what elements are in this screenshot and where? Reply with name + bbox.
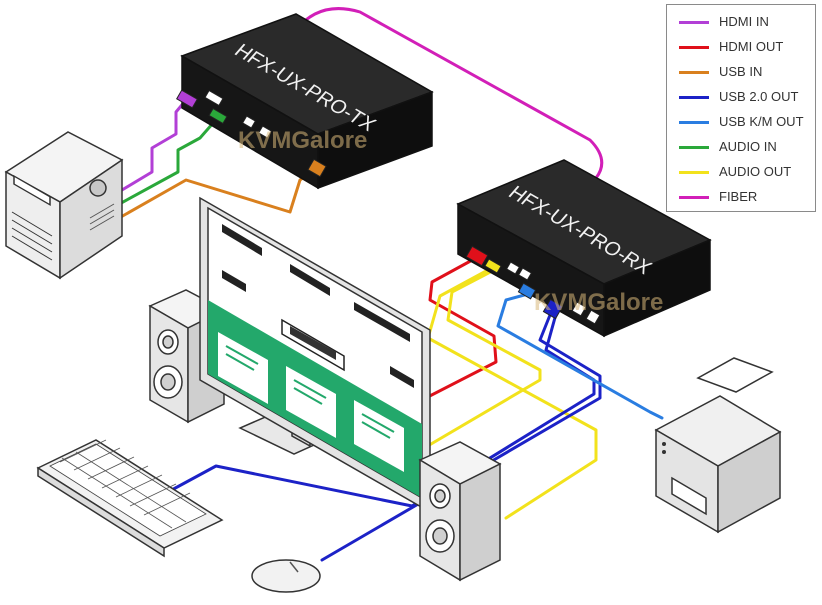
legend-swatch [679, 71, 709, 74]
watermark: KVMGalore [534, 289, 663, 316]
legend-item-fiber: FIBER [679, 188, 815, 208]
cables [110, 7, 664, 562]
legend-swatch [679, 46, 709, 49]
legend-item-audio-out: AUDIO OUT [679, 163, 815, 183]
usb-in-plug [307, 158, 327, 178]
connector-plugs [176, 89, 564, 320]
mouse-icon [251, 559, 321, 593]
audio-in-cable [110, 120, 216, 210]
printer-icon [654, 357, 782, 534]
legend-label: HDMI OUT [719, 39, 784, 54]
fiber-cable [294, 7, 604, 180]
legend-item-hdmi-in: HDMI IN [679, 13, 815, 33]
monitor-icon [199, 196, 431, 514]
legend-item-audio-in: AUDIO IN [679, 138, 815, 158]
legend-label: FIBER [719, 189, 758, 204]
audio-in-plug [208, 107, 228, 125]
legend-swatch [679, 96, 709, 99]
usb20-out-plug [542, 298, 564, 320]
legend-item-usb20-out: USB 2.0 OUT [679, 88, 815, 108]
tx-ports [204, 89, 273, 139]
keyboard-icon [36, 439, 224, 558]
watermark: KVMGalore [238, 127, 367, 154]
hdmi-out-plug [465, 245, 489, 267]
audio-out-plug [484, 258, 502, 274]
legend-swatch [679, 21, 709, 24]
audio-out-cable-a [426, 268, 598, 520]
hdmi-in-cable [110, 98, 188, 198]
speaker-icon [418, 441, 502, 582]
usb-km-out-plug [517, 282, 537, 300]
usb-km-out-cable [496, 292, 664, 420]
hdmi-in-plug [176, 89, 198, 109]
legend-label: USB IN [719, 64, 763, 79]
legend-item-usb-km-out: USB K/M OUT [679, 113, 815, 133]
cable-legend: HDMI IN HDMI OUT USB IN USB 2.0 OUT USB … [666, 4, 816, 212]
legend-label: AUDIO IN [719, 139, 777, 154]
usb20-out-cable-b [166, 312, 596, 508]
legend-swatch [679, 146, 709, 149]
legend-item-usb-in: USB IN [679, 63, 815, 83]
legend-item-hdmi-out: HDMI OUT [679, 38, 815, 58]
legend-label: AUDIO OUT [719, 164, 792, 179]
rx-ports [505, 261, 601, 325]
computer-tower-icon [4, 131, 124, 280]
legend-label: HDMI IN [719, 14, 769, 29]
legend-swatch [679, 196, 709, 199]
legend-label: USB K/M OUT [719, 114, 804, 129]
receiver-device: HFX-UX-PRO-RX [456, 159, 712, 338]
transmitter-device: HFX-UX-PRO-TX [180, 13, 434, 190]
legend-label: USB 2.0 OUT [719, 89, 799, 104]
legend-swatch [679, 171, 709, 174]
legend-swatch [679, 121, 709, 124]
